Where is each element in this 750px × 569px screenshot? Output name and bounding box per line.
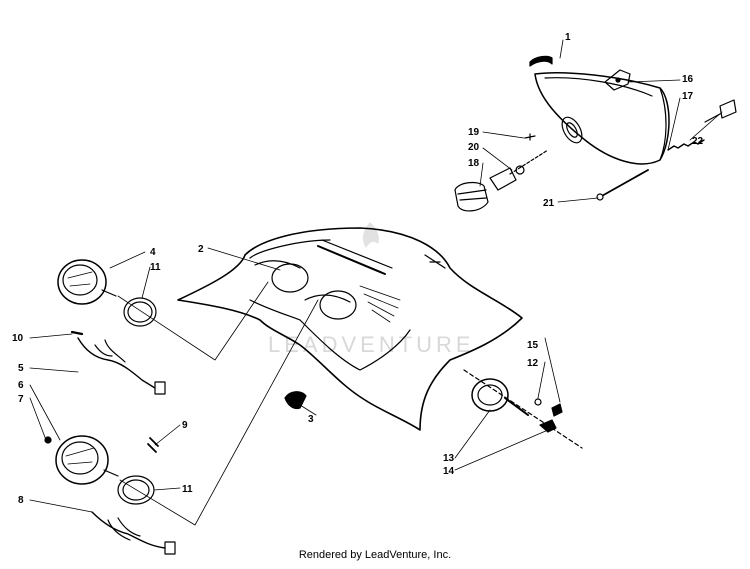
lower-harness [91, 511, 176, 555]
lower-gauge [44, 435, 159, 505]
callout-7: 7 [18, 394, 24, 405]
callout-16: 16 [682, 74, 694, 85]
callout-6: 6 [18, 380, 24, 391]
upper-harness [70, 330, 166, 395]
callout-11-lower: 11 [182, 484, 193, 495]
callout-14: 14 [443, 466, 455, 477]
callout-11-upper: 11 [150, 262, 161, 273]
watermark: LEADVENTURE [268, 222, 475, 357]
callout-labels: 1 2 3 4 5 6 7 8 9 10 11 11 12 13 14 15 1… [12, 32, 704, 506]
callout-21: 21 [543, 198, 555, 209]
callout-18: 18 [468, 158, 480, 169]
callout-3: 3 [308, 414, 314, 425]
callout-15: 15 [527, 340, 539, 351]
callout-8: 8 [18, 495, 24, 506]
upper-gauge [57, 259, 157, 327]
callout-2: 2 [198, 244, 204, 255]
speedo-cable [463, 369, 583, 449]
callout-9: 9 [182, 420, 188, 431]
callout-17: 17 [682, 91, 694, 102]
callout-5: 5 [18, 363, 24, 374]
callout-10: 10 [12, 333, 24, 344]
headlight-assembly [454, 55, 737, 212]
callout-4: 4 [150, 247, 156, 258]
callout-12: 12 [527, 358, 539, 369]
leader-lines [29, 39, 723, 526]
watermark-text: LEADVENTURE [268, 332, 475, 357]
callout-22: 22 [692, 136, 704, 147]
callout-19: 19 [468, 127, 480, 138]
dash-panel [177, 227, 523, 431]
footer-credit: Rendered by LeadVenture, Inc. [298, 549, 452, 561]
callout-20: 20 [468, 142, 480, 153]
callout-1: 1 [565, 32, 571, 43]
callout-13: 13 [443, 453, 455, 464]
